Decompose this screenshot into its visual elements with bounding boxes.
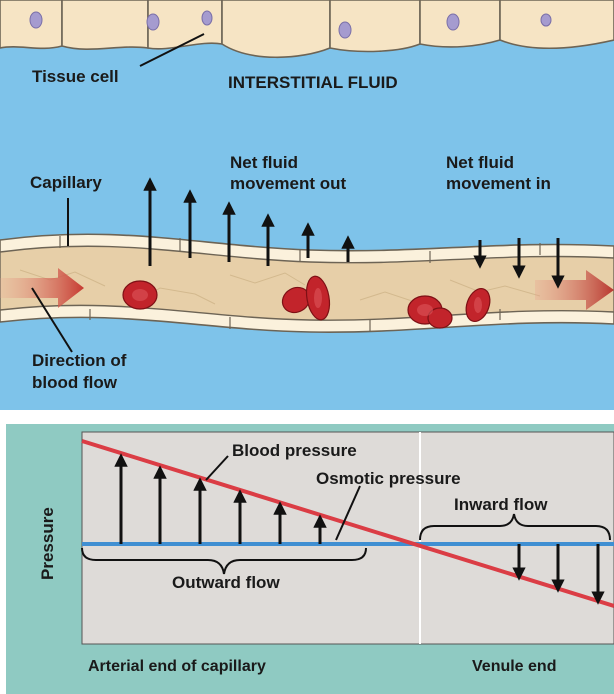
outward-flow-label: Outward flow (172, 573, 280, 592)
y-axis-label: Pressure (38, 507, 57, 580)
osmotic-pressure-label: Osmotic pressure (316, 469, 461, 488)
cell-nuclei (29, 10, 552, 39)
direction-label-line1: Direction of (32, 351, 127, 370)
tissue-cell-leader (139, 33, 205, 67)
red-blood-cell (427, 307, 453, 329)
tissue-cells (0, 0, 614, 59)
osmotic-pressure-leader (335, 485, 361, 541)
outward-arrows (114, 453, 327, 544)
tissue-cell-label: Tissue cell (32, 67, 119, 86)
inward-flow-label: Inward flow (454, 495, 548, 514)
blood-pressure-leader (205, 455, 229, 481)
direction-label-line2: blood flow (32, 373, 118, 392)
net-out-label-line2: movement out (230, 174, 347, 193)
capillary-label: Capillary (30, 173, 102, 192)
direction-leader (31, 287, 73, 353)
fluid-in-arrows (473, 238, 565, 289)
inward-arrows (512, 544, 605, 605)
net-out-label-line1: Net fluid (230, 153, 298, 172)
interstitial-fluid-label: INTERSTITIAL FLUID (228, 73, 398, 92)
net-in-label-line2: movement in (446, 174, 551, 193)
fluid-out-arrows (143, 177, 355, 266)
outward-flow-brace (81, 547, 367, 575)
interstitial-fluid-bg (0, 0, 614, 410)
blood-flow-arrow-in (0, 268, 84, 308)
net-in-label-line1: Net fluid (446, 153, 514, 172)
pressure-graph: Blood pressure Osmotic pressure Inward f… (6, 424, 614, 694)
blood-pressure-label: Blood pressure (232, 441, 357, 460)
venule-end-label: Venule end (472, 658, 556, 675)
arterial-end-label: Arterial end of capillary (88, 658, 266, 675)
top-panel: Tissue cell INTERSTITIAL FLUID Capillary… (0, 0, 614, 410)
inward-flow-brace (419, 513, 611, 541)
